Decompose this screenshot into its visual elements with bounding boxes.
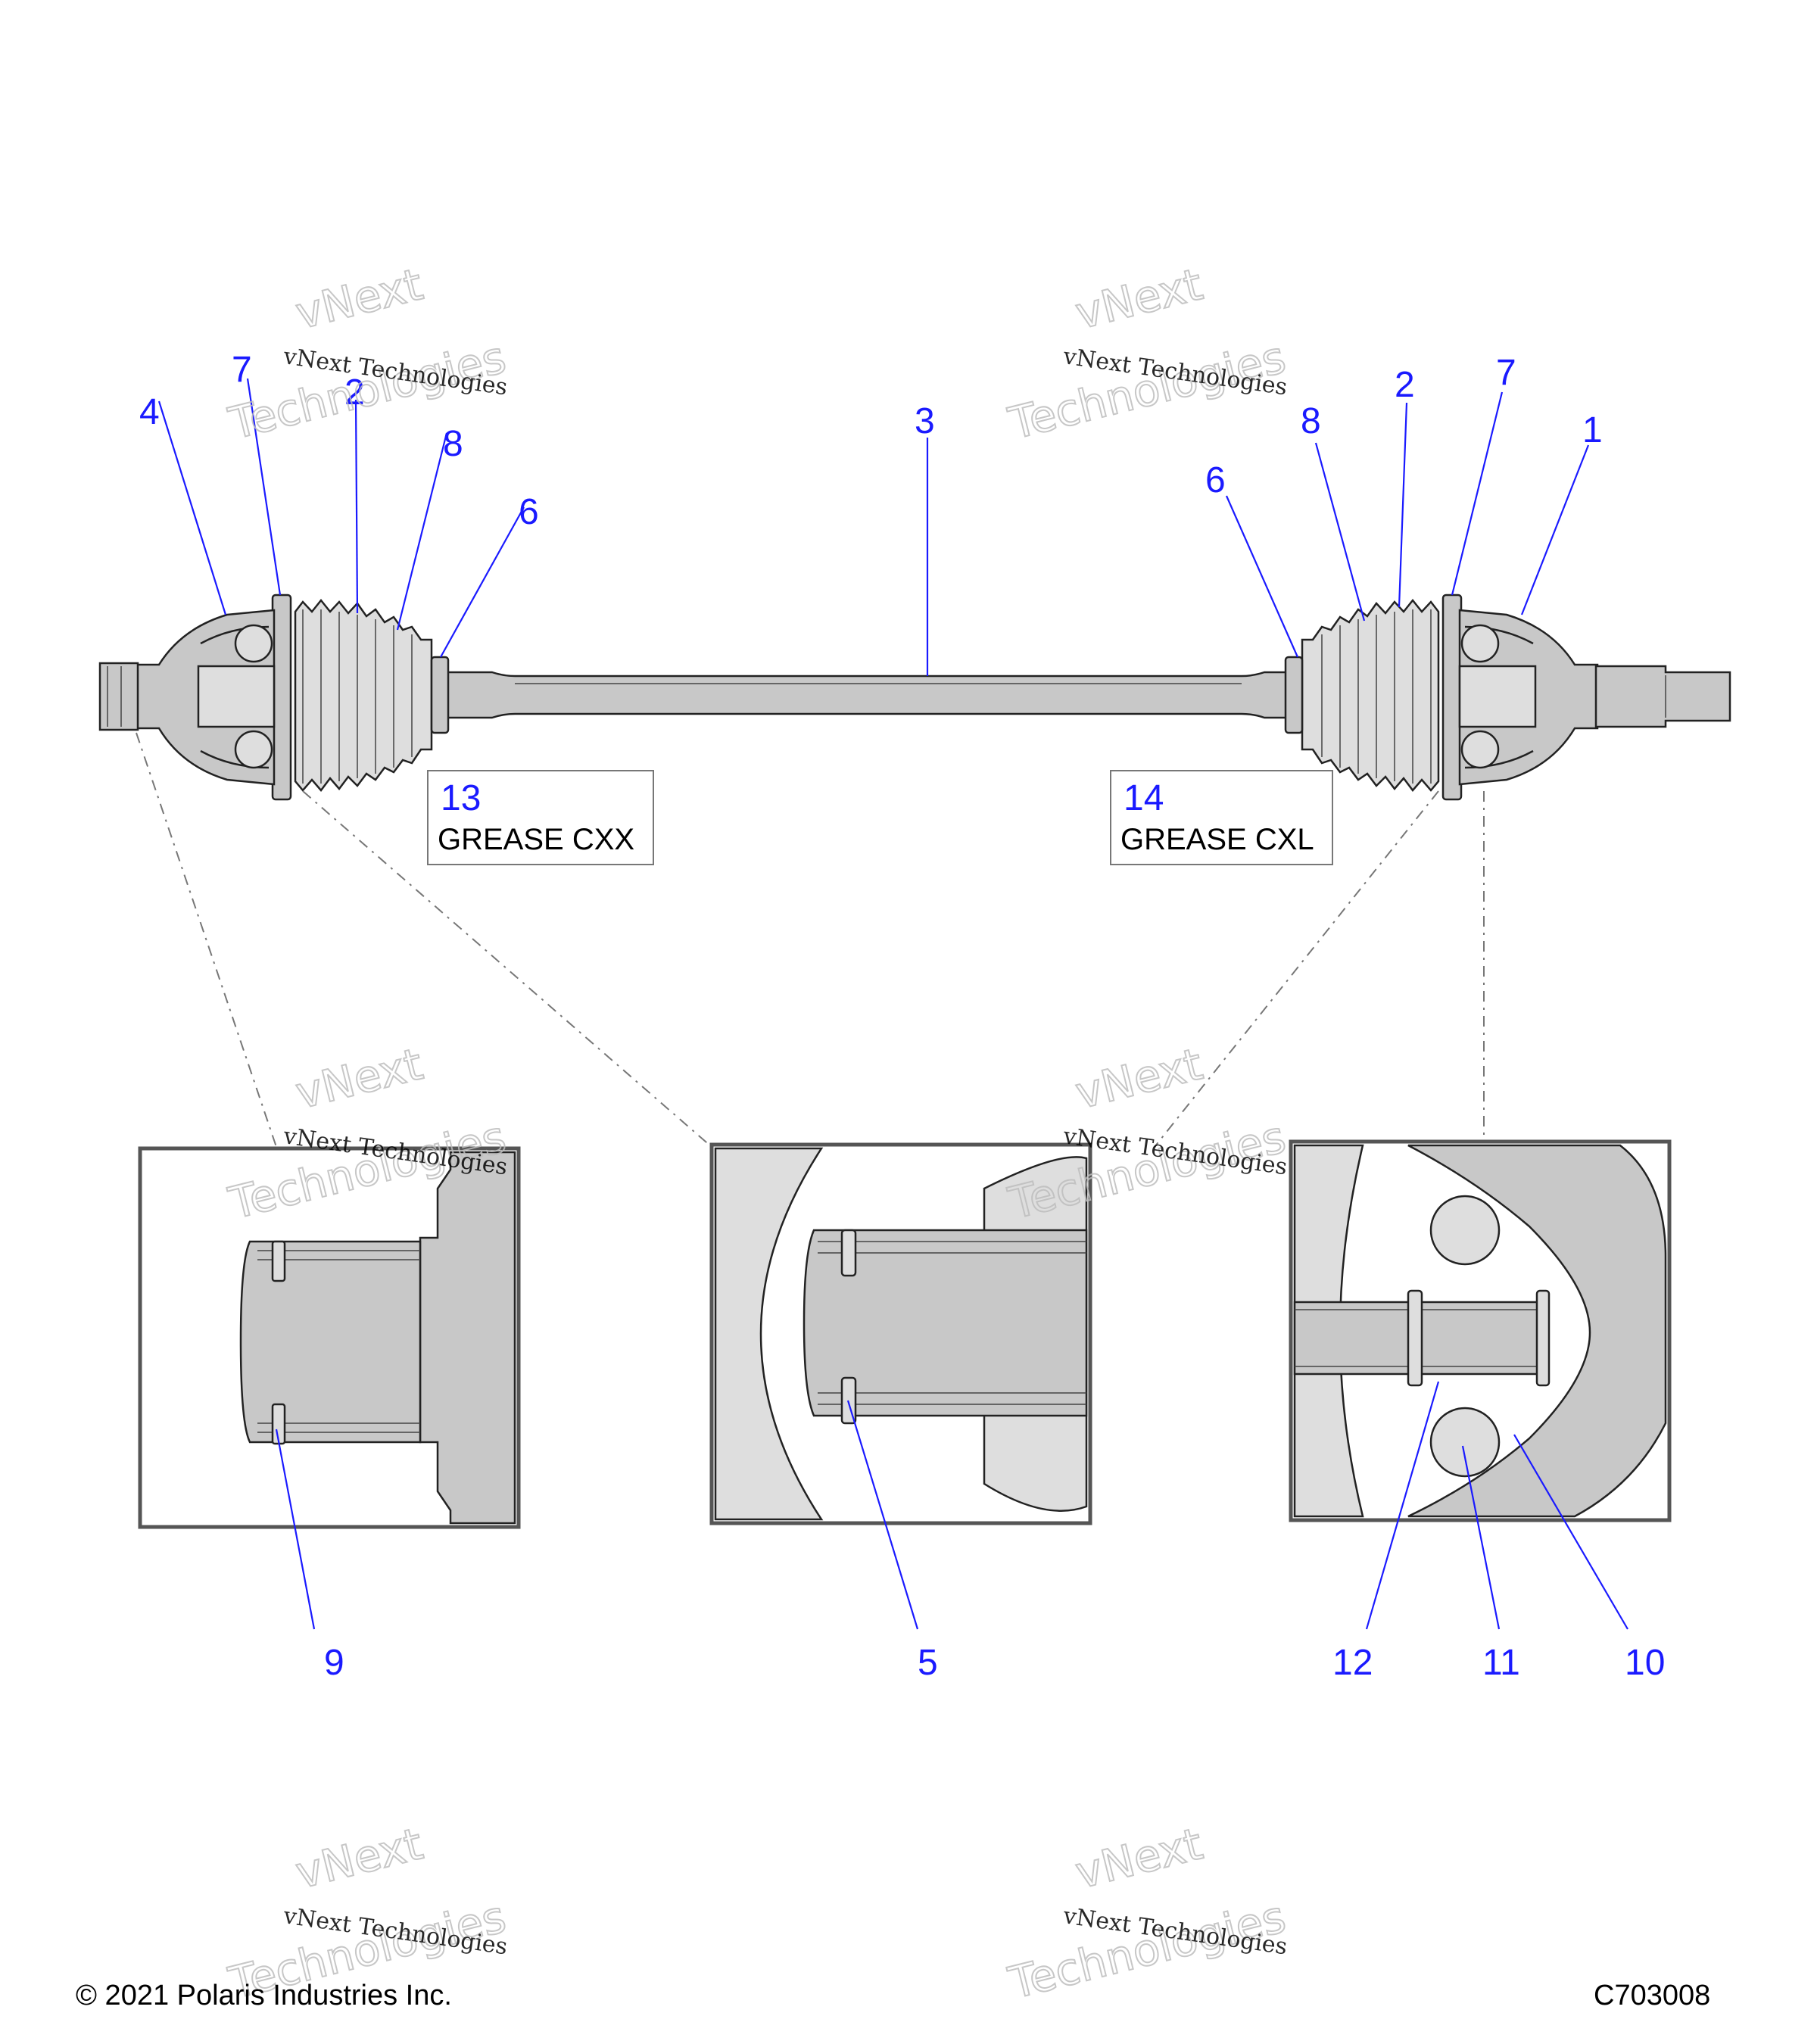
axle-assembly: [98, 594, 1731, 801]
right-small-clamp: [1284, 656, 1304, 734]
callout-7-left: 7: [232, 350, 252, 390]
leader-lines: [157, 378, 1628, 1630]
callout-labels: 4 7 2 8 6 3 6 8 2 7 1 9 5 12 11 10: [139, 350, 1665, 1683]
callout-2-left: 2: [344, 372, 365, 413]
watermark: vNext Technologies vNext Technologies: [223, 257, 512, 450]
grease-note-right: 14 GREASE CXL: [1110, 770, 1333, 865]
detail-inset-right: [1289, 1139, 1672, 1522]
watermark: vNext Technologies vNext Technologies: [1003, 1817, 1292, 2010]
left-small-clamp: [430, 656, 450, 734]
svg-text:vNext: vNext: [1071, 258, 1208, 339]
callout-9: 9: [324, 1643, 344, 1683]
left-stub-shaft: [98, 662, 139, 731]
left-boot: [294, 598, 433, 792]
detail-inset-left: [138, 1146, 521, 1529]
callout-12: 12: [1332, 1643, 1373, 1683]
svg-text:vNext: vNext: [291, 1818, 428, 1899]
callout-6-right: 6: [1205, 460, 1226, 500]
grease-left-number: 13: [441, 778, 481, 818]
callout-8-left: 8: [443, 424, 463, 464]
callout-6-left: 6: [519, 492, 539, 532]
svg-text:vNext: vNext: [1071, 1818, 1208, 1899]
grease-note-left: 13 GREASE CXX: [427, 770, 654, 865]
watermark: vNext Technologies vNext Technologies: [1003, 257, 1292, 450]
callout-5: 5: [918, 1643, 938, 1683]
shaft: [422, 671, 1334, 719]
detail-guides: [136, 732, 1485, 1148]
grease-left-text: GREASE CXX: [438, 823, 634, 856]
callout-8-right: 8: [1301, 401, 1321, 441]
callout-2-right: 2: [1395, 365, 1415, 405]
drawing-code: C703008: [1594, 1980, 1710, 2011]
callout-3: 3: [915, 401, 935, 441]
callout-10: 10: [1625, 1643, 1665, 1683]
callout-11: 11: [1482, 1643, 1520, 1683]
callout-4: 4: [139, 392, 160, 432]
watermarks: vNext Technologies vNext Technologies vN…: [223, 257, 1292, 2010]
svg-text:vNext: vNext: [291, 258, 428, 339]
watermark: vNext Technologies vNext Technologies: [1003, 1037, 1292, 1230]
detail-inset-middle: [709, 1142, 1092, 1525]
right-boot: [1301, 598, 1440, 792]
left-large-clamp: [271, 594, 292, 801]
grease-right-text: GREASE CXL: [1120, 823, 1314, 856]
svg-text:vNext: vNext: [291, 1038, 428, 1119]
grease-right-number: 14: [1124, 778, 1164, 818]
callout-7-right: 7: [1496, 353, 1516, 393]
right-stub-shaft: [1594, 665, 1731, 728]
right-large-clamp: [1441, 594, 1463, 801]
callout-1: 1: [1582, 410, 1603, 450]
copyright-text: © 2021 Polaris Industries Inc.: [76, 1980, 452, 2011]
